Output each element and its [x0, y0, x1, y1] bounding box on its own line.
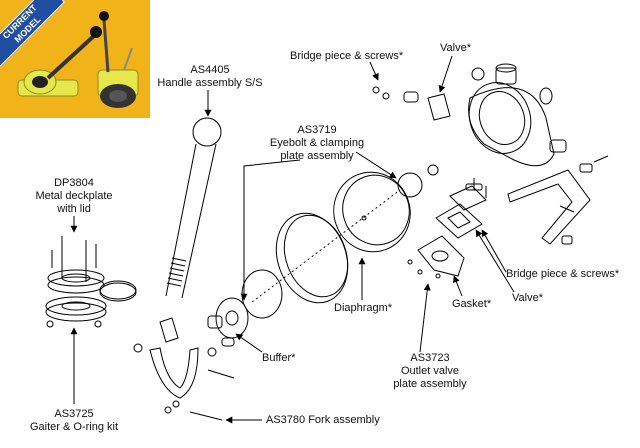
mounting-bracket — [507, 155, 609, 245]
leader-eyebolt-left — [240, 159, 301, 301]
label-eyebolt-code: AS3719 — [297, 124, 337, 136]
leader-buffer — [235, 333, 263, 353]
label-handle-name: Handle assembly S/S — [157, 77, 263, 89]
label-eyebolt-name-2: plate assembly — [280, 150, 354, 162]
eyebolt-clamping-plate — [241, 164, 439, 319]
leader-bridge-top — [369, 61, 379, 81]
leader-gasket — [453, 275, 463, 297]
diaphragm-part — [333, 171, 411, 253]
buffer-part — [207, 297, 249, 339]
outlet-valve-plate — [407, 235, 465, 279]
label-valve-top: Valve* — [440, 42, 471, 54]
label-outlet-name-1: Outlet valve — [400, 365, 460, 377]
gaiter-part — [45, 296, 107, 328]
label-gaiter-code: AS3725 — [54, 408, 94, 420]
label-gaiter-name: Gaiter & O-ring kit — [29, 421, 119, 433]
label-deckplate-name-1: Metal deckplate — [35, 190, 113, 202]
label-fork-assembly: AS3780 Fork assembly — [266, 414, 380, 426]
current-model-photo: CURRENT MODEL — [0, 0, 150, 118]
deckplate-part — [47, 236, 137, 302]
valve-part-right — [449, 185, 487, 211]
leader-valve-top — [438, 55, 453, 93]
label-deckplate-code: DP3804 — [54, 177, 94, 189]
label-valve-right: Valve* — [512, 292, 543, 304]
label-handle-code: AS4405 — [190, 64, 230, 76]
fork-assembly — [133, 317, 235, 421]
leader-valve-right — [475, 229, 515, 293]
label-outlet-code: AS3723 — [410, 352, 450, 364]
leader-eyebolt-right — [355, 151, 397, 179]
label-outlet-name-2: plate assembly — [393, 378, 467, 390]
label-bridge-piece-right: Bridge piece & screws* — [506, 268, 620, 280]
label-gasket: Gasket* — [452, 298, 492, 310]
top-valve-part — [372, 86, 451, 121]
bridge-piece-right — [465, 178, 487, 198]
leader-outlet — [419, 283, 431, 353]
pump-body — [468, 63, 567, 167]
handle-assembly — [165, 117, 222, 299]
gasket-part — [435, 203, 483, 239]
leader-bridge-right — [481, 229, 507, 273]
label-diaphragm: Diaphragm* — [334, 302, 393, 314]
clamp-band — [275, 212, 349, 304]
label-eyebolt-name-1: Eyebolt & clamping — [269, 137, 365, 149]
label-deckplate-name-2: with lid — [57, 203, 91, 215]
label-bridge-piece-top: Bridge piece & screws* — [290, 50, 404, 62]
label-buffer: Buffer* — [262, 352, 296, 364]
